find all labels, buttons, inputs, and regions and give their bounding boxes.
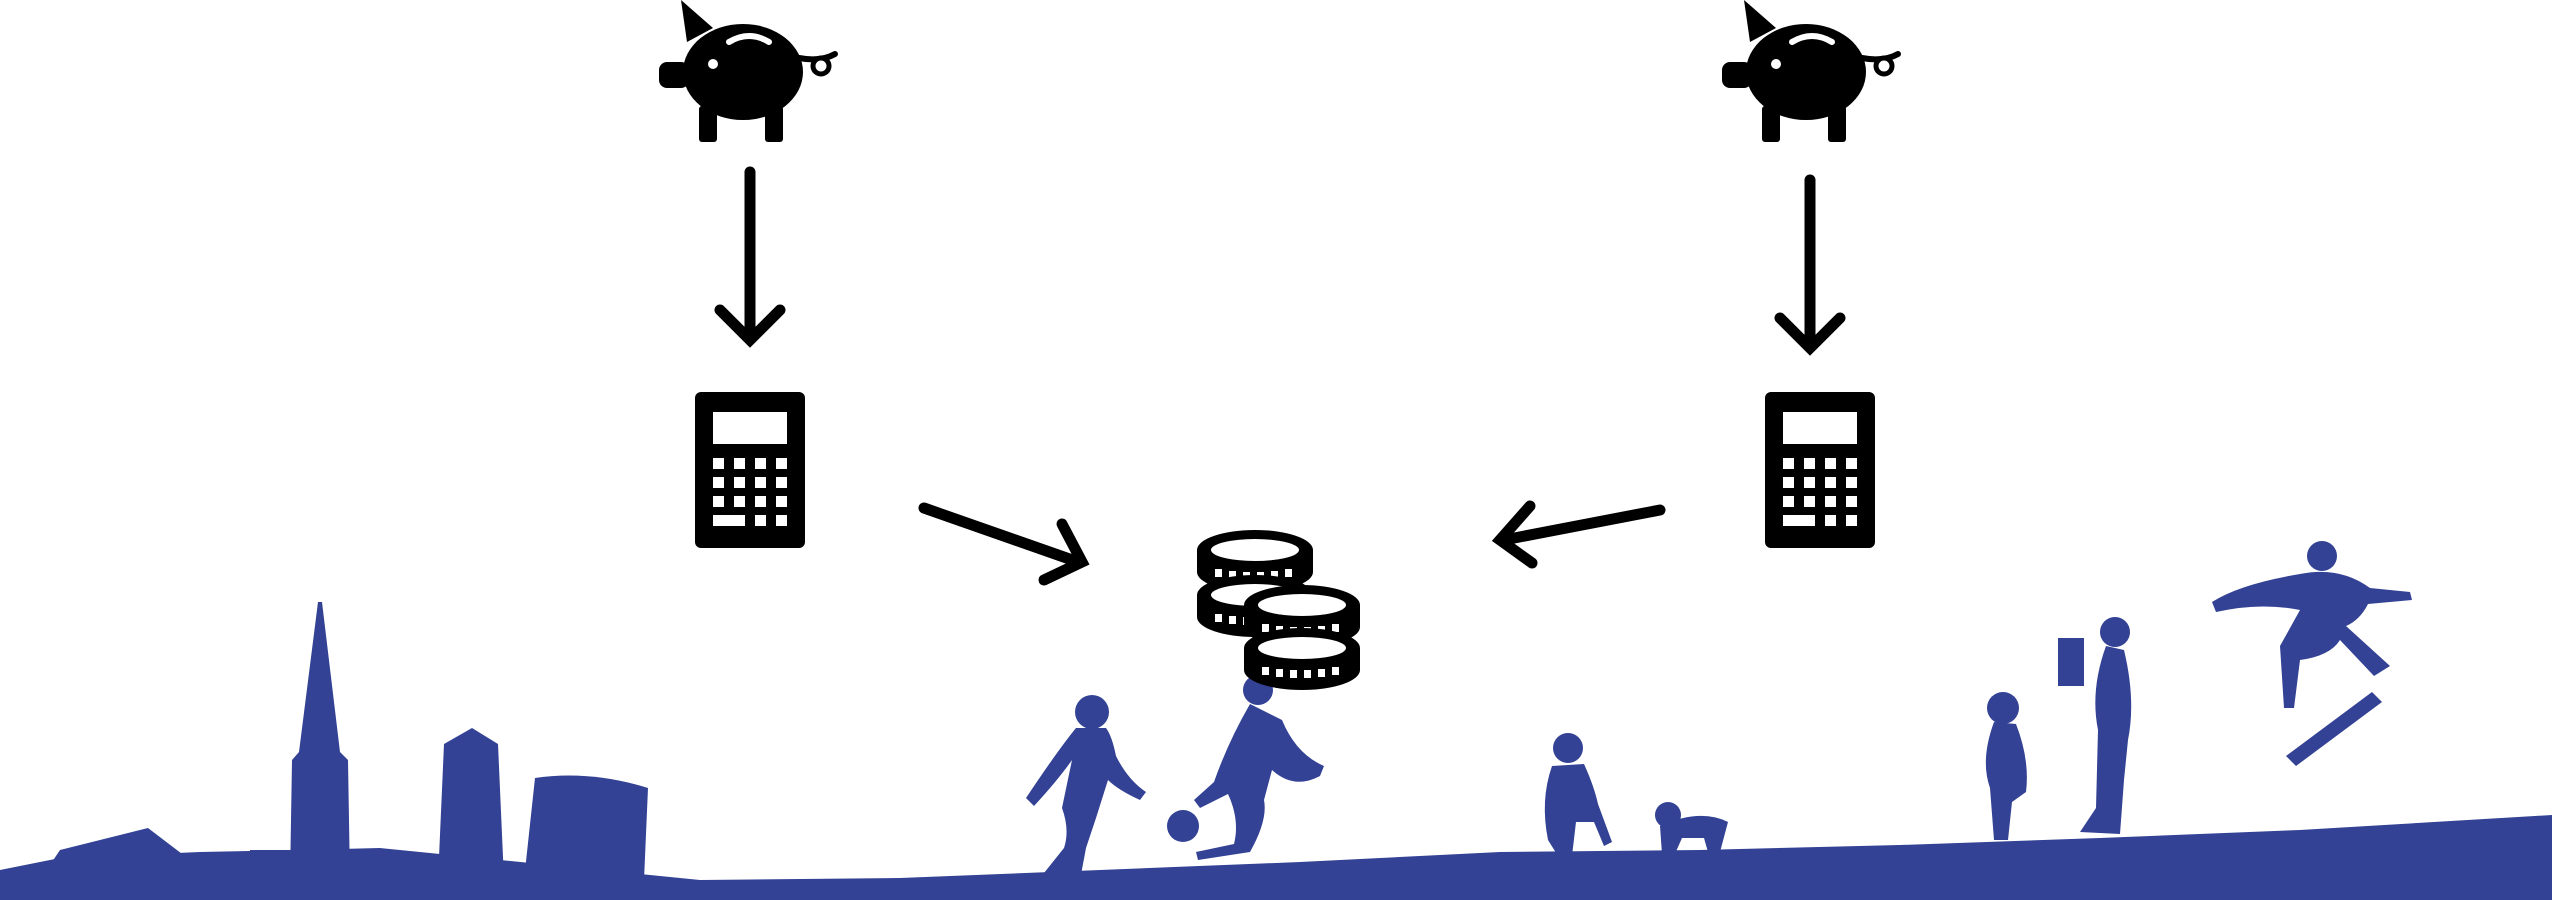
arrow-piggy-right-to-calculator [1780,180,1840,348]
piggy-bank-icon [659,0,835,142]
arrow-piggy-left-to-calculator [720,172,780,340]
coins-icon [1197,530,1360,690]
calculator-icon [1765,392,1875,548]
piggy-bank-icon [1722,0,1898,142]
arrow-calculator-left-to-coins [924,508,1082,580]
arrow-calculator-right-to-coins [1500,506,1660,563]
calculator-icon [695,392,805,548]
